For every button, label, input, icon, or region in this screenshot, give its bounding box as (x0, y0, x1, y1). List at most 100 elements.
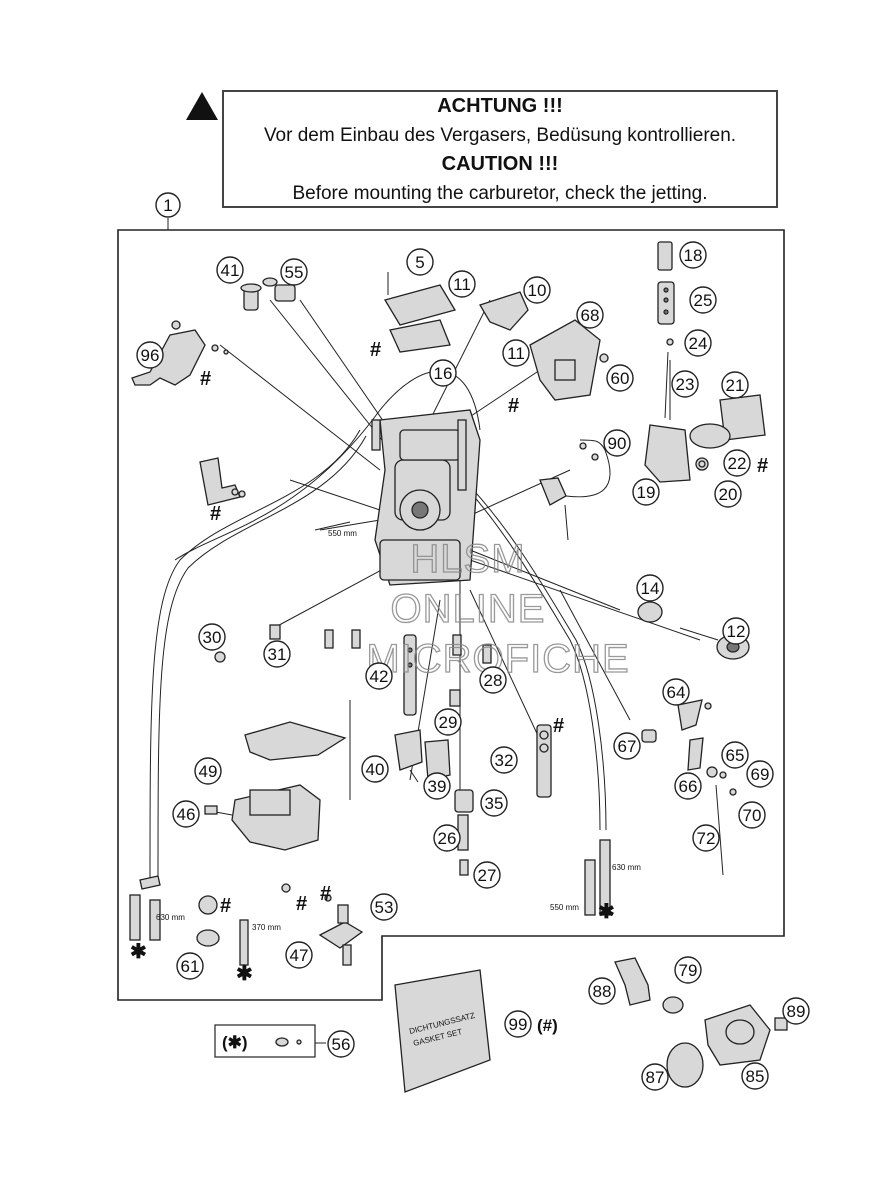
callout-66: 66 (674, 772, 702, 800)
callout-circle (136, 341, 164, 369)
callout-number: 25 (694, 291, 713, 310)
callout-24: 24 (684, 329, 712, 357)
callout-89: 89 (782, 997, 810, 1025)
hose-length-370: 370 mm (252, 923, 281, 932)
adjuster-parts (131, 277, 296, 386)
callout-number: 55 (285, 263, 304, 282)
callout-circle (576, 301, 604, 329)
callout-circle (480, 789, 508, 817)
callout-circle (741, 1062, 769, 1090)
carburetor-body (371, 409, 481, 586)
callout-25: 25 (689, 286, 717, 314)
gasket-set-marker: (#) (537, 1016, 558, 1035)
svg-text:#: # (508, 395, 519, 417)
callout-72: 72 (692, 824, 720, 852)
callout-number: 60 (611, 369, 630, 388)
callout-circle (280, 258, 308, 286)
callout-number: 16 (434, 364, 453, 383)
callout-number: 41 (221, 261, 240, 280)
callout-number: 87 (646, 1068, 665, 1087)
callout-68: 68 (576, 301, 604, 329)
side-fitting (199, 457, 351, 531)
throttle-bracket (479, 291, 609, 401)
callout-number: 21 (726, 376, 745, 395)
callout-56: 56 (327, 1030, 355, 1058)
svg-text:✱: ✱ (130, 941, 147, 963)
callout-number: 65 (726, 746, 745, 765)
callout-circle (689, 286, 717, 314)
callout-circle (613, 732, 641, 760)
callout-number: 56 (332, 1035, 351, 1054)
callout-number: 49 (199, 762, 218, 781)
callout-circle (721, 371, 749, 399)
svg-text:#: # (200, 368, 211, 390)
gasket-set-sheet: DICHTUNGSSATZ GASKET SET (394, 969, 491, 1093)
callout-circle (588, 977, 616, 1005)
callout-circle (198, 623, 226, 651)
svg-text:#: # (210, 503, 221, 525)
callout-11b: 11 (502, 339, 530, 367)
callout-41: 41 (216, 256, 244, 284)
callout-circle (684, 329, 712, 357)
callout-number: 30 (203, 628, 222, 647)
callout-circle (504, 1010, 532, 1038)
callout-number: 28 (484, 671, 503, 690)
callout-number: 66 (679, 777, 698, 796)
hose-length-630-right: 630 mm (612, 863, 641, 872)
callout-14: 14 (636, 574, 664, 602)
callout-number: 29 (439, 713, 458, 732)
watermark: HLSM ONLINE MICROFICHE (366, 536, 630, 681)
callout-42: 42 (365, 662, 393, 690)
callout-number: 99 (509, 1015, 528, 1034)
jets-and-needles (214, 624, 552, 876)
callout-number: 18 (684, 246, 703, 265)
hose-length-550-top: 550 mm (328, 529, 357, 538)
caution-text-en: Before mounting the carburetor, check th… (292, 183, 708, 204)
callout-26: 26 (433, 824, 461, 852)
callout-5: 5 (406, 248, 434, 276)
callout-number: 40 (366, 760, 385, 779)
callout-60: 60 (606, 364, 634, 392)
callout-circle (523, 276, 551, 304)
svg-text:(✱): (✱) (222, 1033, 248, 1052)
callout-number: 24 (689, 334, 708, 353)
callout-circle (172, 800, 200, 828)
callout-circle (448, 270, 476, 298)
callout-number: 67 (618, 737, 637, 756)
svg-text:#: # (757, 455, 768, 477)
callout-number: 12 (727, 622, 746, 641)
callout-circle (429, 359, 457, 387)
callout-46: 46 (172, 800, 200, 828)
o-ring-marker-box: (✱) (214, 1024, 326, 1058)
callout-31: 31 (263, 640, 291, 668)
callout-29: 29 (434, 708, 462, 736)
callout-35: 35 (480, 789, 508, 817)
callout-number: 79 (679, 961, 698, 980)
callout-96: 96 (136, 341, 164, 369)
callout-20: 20 (714, 480, 742, 508)
svg-text:ONLINE: ONLINE (391, 587, 546, 631)
callout-number: 32 (495, 751, 514, 770)
callout-circle (473, 861, 501, 889)
hose-length-630-left: 630 mm (156, 913, 185, 922)
hose-ends (129, 839, 611, 966)
callout-number: 46 (177, 805, 196, 824)
callout-circle (723, 449, 751, 477)
callout-circle (176, 952, 204, 980)
callout-number: 90 (608, 434, 627, 453)
callout-circle (433, 824, 461, 852)
callout-99: 99 (504, 1010, 532, 1038)
caution-text-de: Vor dem Einbau des Vergasers, Bedüsung k… (263, 125, 737, 146)
svg-text:#: # (370, 339, 381, 361)
callout-circle (679, 241, 707, 269)
callout-69: 69 (746, 760, 774, 788)
callout-number: 20 (719, 485, 738, 504)
svg-text:✱: ✱ (598, 901, 615, 923)
callout-circle (671, 370, 699, 398)
callout-number: 72 (697, 829, 716, 848)
callout-21: 21 (721, 371, 749, 399)
callout-53: 53 (370, 893, 398, 921)
callout-64: 64 (662, 678, 690, 706)
svg-text:✱: ✱ (236, 963, 253, 985)
